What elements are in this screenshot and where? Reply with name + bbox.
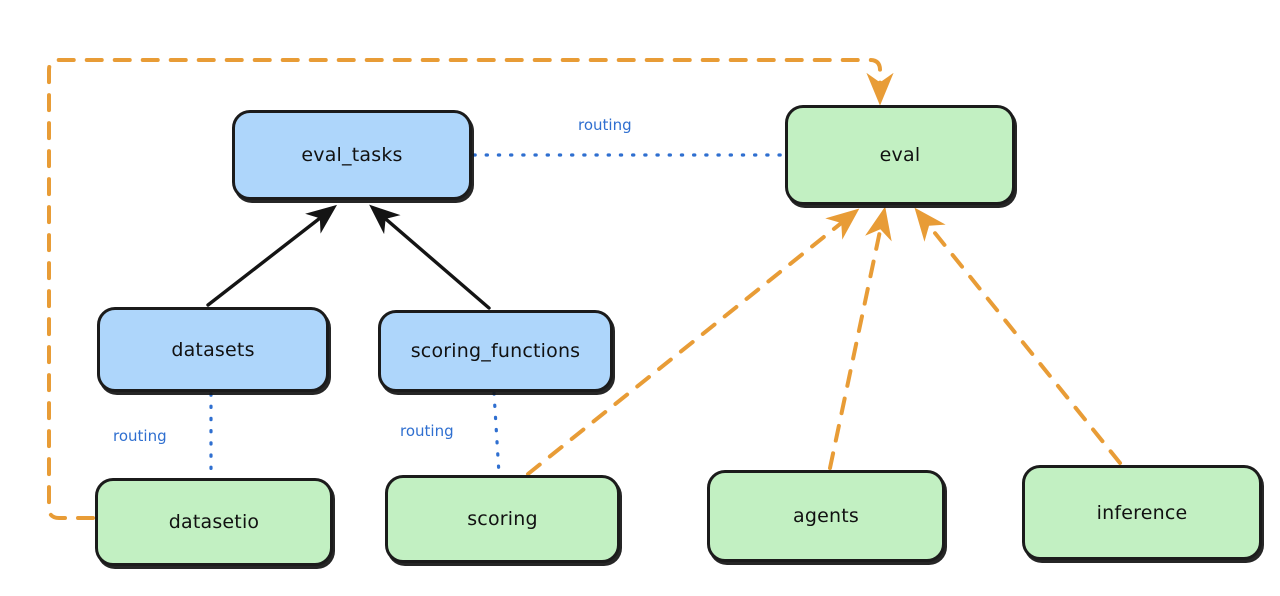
node-label-eval-tasks: eval_tasks <box>301 144 403 166</box>
edge-label-scoring-routing: routing <box>400 422 454 440</box>
node-label-inference: inference <box>1096 501 1188 524</box>
node-eval[interactable]: eval <box>785 105 1015 205</box>
edge-label-datasetio-routing: routing <box>113 427 167 445</box>
edge-datasets-to-eval-tasks <box>206 204 338 307</box>
edge-agents-to-eval <box>828 206 892 470</box>
node-eval-tasks[interactable]: eval_tasks <box>232 110 472 200</box>
node-label-scoring-functions: scoring_functions <box>410 340 581 362</box>
node-label-datasets: datasets <box>171 338 255 361</box>
node-datasetio[interactable]: datasetio <box>95 478 333 566</box>
edge-label-eval-routing: routing <box>578 116 632 134</box>
edge-scoring-functions-to-scoring <box>492 391 501 476</box>
node-label-datasetio: datasetio <box>168 511 260 533</box>
node-agents[interactable]: agents <box>707 470 945 562</box>
node-scoring-functions[interactable]: scoring_functions <box>378 310 613 392</box>
edge-scoring-to-eval <box>526 208 860 476</box>
node-datasets[interactable]: datasets <box>97 307 329 392</box>
node-label-scoring: scoring <box>467 508 538 530</box>
node-label-agents: agents <box>793 505 859 527</box>
node-scoring[interactable]: scoring <box>385 475 620 563</box>
node-label-eval: eval <box>879 144 921 166</box>
edge-datasetio-to-eval <box>47 58 894 520</box>
edge-inference-to-eval <box>914 207 1122 465</box>
edge-scoring-functions-to-eval-tasks <box>369 204 491 310</box>
node-inference[interactable]: inference <box>1022 465 1262 560</box>
